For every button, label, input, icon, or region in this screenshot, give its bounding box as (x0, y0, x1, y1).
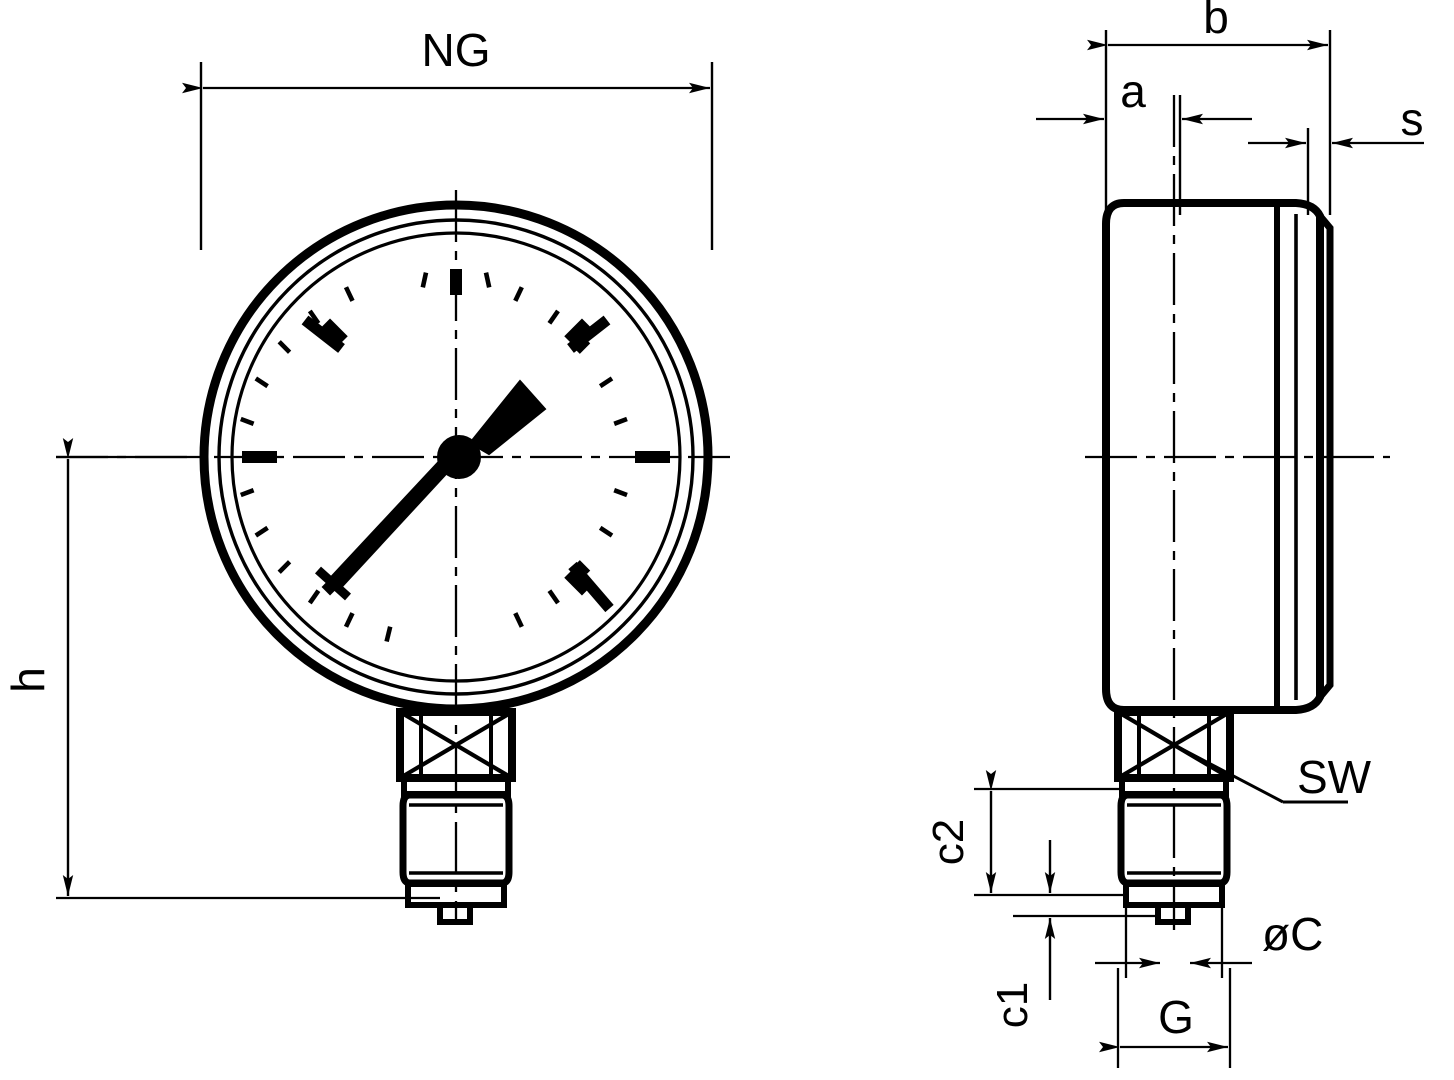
c2-label: c2 (924, 819, 973, 865)
side-centerlines (1085, 95, 1390, 930)
side-hex-x-2 (1116, 710, 1232, 780)
side-connection (1114, 708, 1234, 925)
sw-label: SW (1297, 751, 1372, 803)
b-label: b (1203, 0, 1229, 43)
pointer-tail (468, 379, 547, 456)
front-hex-x-2 (398, 710, 514, 780)
g-label: G (1158, 991, 1194, 1043)
dimension-oc: øC (1095, 905, 1323, 978)
side-view: b a s (924, 0, 1424, 1068)
a-label: a (1120, 65, 1146, 117)
front-connection (396, 708, 516, 925)
side-case (1102, 199, 1334, 714)
dimension-sw: SW (1179, 746, 1372, 804)
ng-label: NG (422, 24, 491, 76)
dial-major-ticks-angled (301, 315, 614, 613)
h-label: h (2, 667, 54, 693)
pointer-hub (437, 435, 481, 479)
dimension-ng: NG (182, 24, 714, 250)
side-port (1155, 902, 1191, 925)
dial-minor-ticks (239, 272, 628, 643)
dimension-b: b (1087, 0, 1332, 215)
sw-leader-line (1179, 746, 1284, 804)
dimension-a: a (1036, 65, 1252, 215)
dimension-s: s (1248, 93, 1424, 215)
dial-ticks (239, 269, 670, 643)
pointer-needle (314, 379, 547, 601)
dimension-c1: c1 (988, 840, 1160, 1028)
dimension-c2: c2 (924, 770, 1124, 897)
front-port (437, 902, 473, 925)
dimension-h: h (2, 438, 440, 900)
dimension-g: G (1099, 968, 1232, 1068)
s-label: s (1401, 93, 1424, 145)
front-view: NG (2, 24, 730, 925)
oc-label: øC (1262, 908, 1323, 960)
pointer-cross-mark (314, 566, 352, 601)
c1-label: c1 (988, 982, 1037, 1028)
